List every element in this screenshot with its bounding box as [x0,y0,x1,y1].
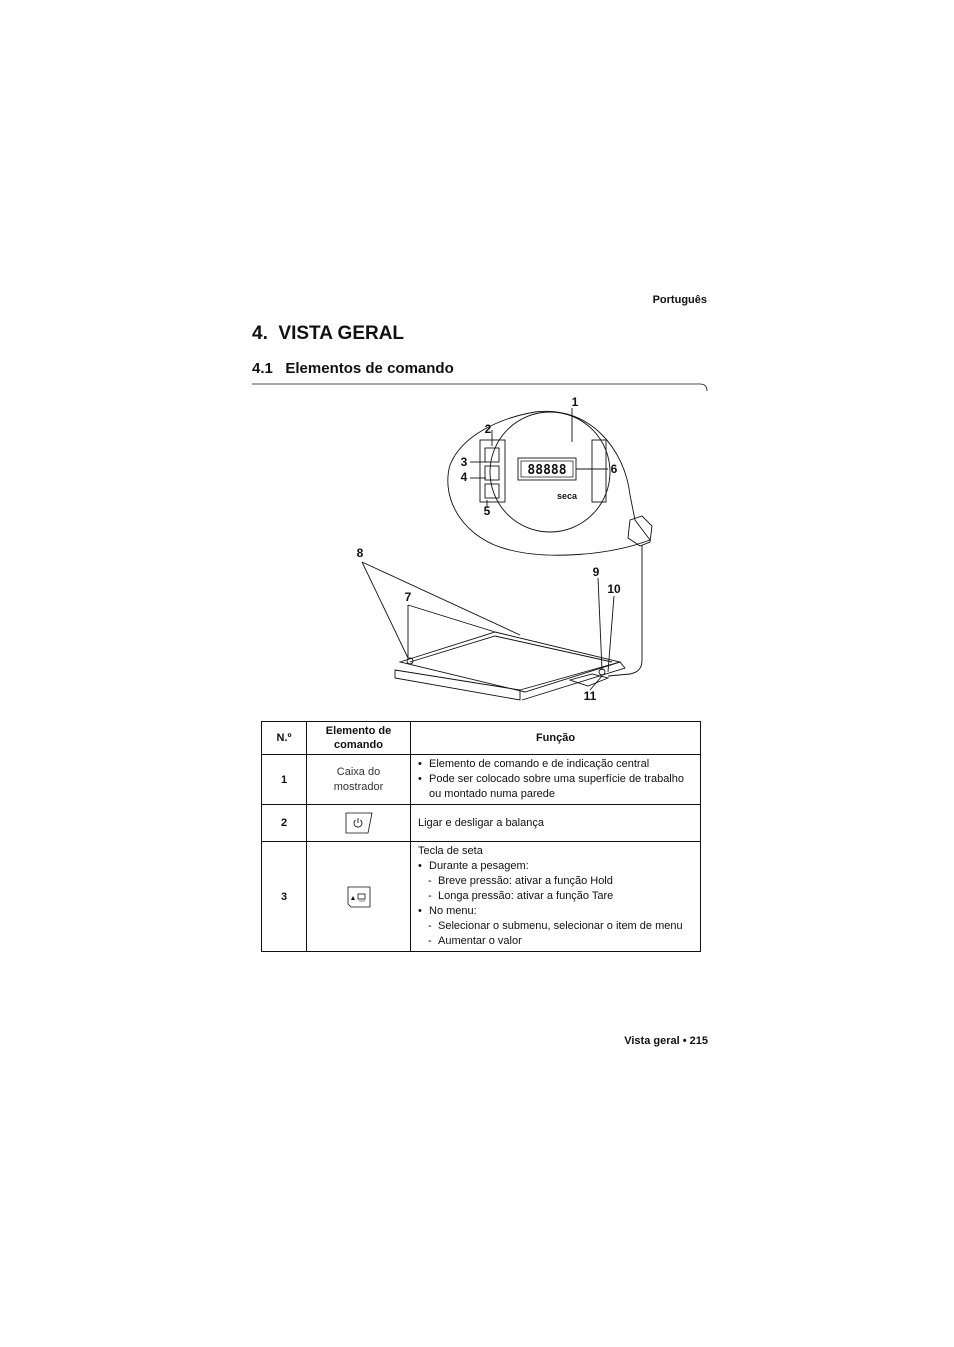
cable [607,545,643,677]
table-row: 1 Caixa do mostrador Elemento de comando… [261,754,701,805]
section-number: 4.1 [252,360,273,377]
function-bullet: No menu: [418,904,694,919]
row-function: Elemento de comando e de indicação centr… [410,754,701,805]
callout-4: 4 [461,470,468,484]
callout-10: 10 [607,582,621,596]
magnifier-bubble [447,410,651,556]
section-title: Elementos de comando [285,360,454,377]
table-row: 2 Ligar e desligar a balança [261,804,701,842]
row-number: 3 [261,841,307,952]
table-header-row: N.º Elemento de comando Função [261,721,701,755]
row-element [306,841,411,952]
page-footer: Vista geral • 215 [624,1035,708,1047]
lcd-digits: 88888 [527,463,566,478]
tare-key [484,483,500,499]
language-label: Português [652,294,707,306]
controls-table: N.º Elemento de comando Função 1 Caixa d… [261,721,701,952]
platform-front-edge [394,669,521,701]
display-housing [489,411,611,533]
power-key [484,447,500,463]
power-key-icon [345,812,372,834]
callout-9: 9 [593,565,600,579]
button-panel [479,439,506,503]
chapter-title: VISTA GERAL [278,323,405,344]
chapter-number: 4. [252,323,268,344]
callout-2: 2 [485,422,492,436]
platform-handle [568,673,610,687]
section-heading: 4.1 Elementos de comando [252,360,454,377]
row-element: Caixa do mostrador [306,754,411,805]
callout-3: 3 [461,455,468,469]
table-row: 3 Tecla de seta Durante a pesagem: Breve… [261,841,701,952]
callout-8: 8 [357,546,364,560]
function-subitem: Aumentar o valor [418,934,694,949]
callout-6: 6 [611,462,618,476]
row-number: 1 [261,754,307,805]
function-subitem: Longa pressão: ativar a função Tare [418,889,694,904]
scale-illustration: 1 2 3 4 5 6 7 8 9 10 11 88888 seca [357,395,653,703]
row-element [306,804,411,842]
chapter-heading: 4. VISTA GERAL [252,323,404,345]
callout-11: 11 [584,689,597,703]
header-element: Elemento de comando [306,721,411,755]
function-bullet: Durante a pesagem: [418,859,694,874]
side-panel-right [591,439,607,503]
function-bullet: Pode ser colocado sobre uma superfície d… [418,772,694,802]
callout-5: 5 [484,504,491,518]
section-rule [252,383,708,392]
arrow-key [484,465,500,481]
callout-7: 7 [405,590,412,604]
row-number: 2 [261,804,307,842]
arrow-hold-key-icon [347,886,370,907]
platform-top [398,631,622,693]
callout-1: 1 [572,395,579,409]
header-function: Função [410,721,701,755]
row-function: Tecla de seta Durante a pesagem: Breve p… [410,841,701,952]
brand-logo: seca [557,491,578,501]
function-intro: Tecla de seta [418,845,483,857]
function-subitem: Breve pressão: ativar a função Hold [418,874,694,889]
function-subitem: Selecionar o submenu, selecionar o item … [418,919,694,934]
row-function: Ligar e desligar a balança [410,804,701,842]
header-number: N.º [261,721,307,755]
function-bullet: Elemento de comando e de indicação centr… [418,757,694,772]
